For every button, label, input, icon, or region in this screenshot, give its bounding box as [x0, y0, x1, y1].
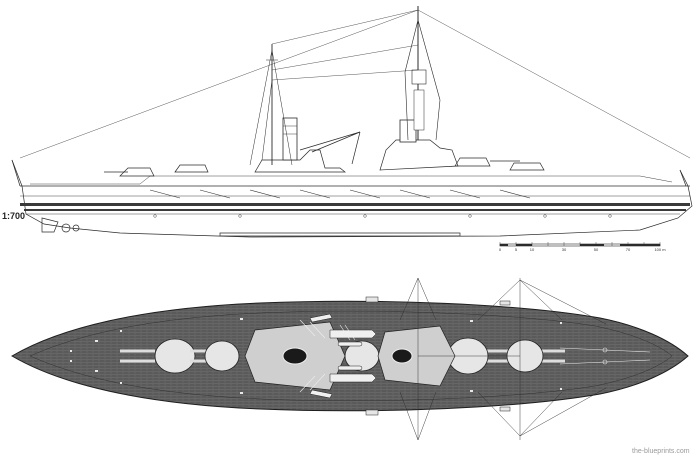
- rudder: [41, 217, 59, 233]
- ships-boats: [309, 313, 377, 399]
- aft-superstructure: [254, 149, 346, 173]
- scale-tick-label: 10: [530, 247, 535, 252]
- turret-b: [190, 340, 240, 372]
- boat-deck-lattice: [299, 319, 356, 393]
- casemate-row: [30, 175, 673, 185]
- turret-a: [120, 338, 196, 374]
- casemate-guns: [149, 189, 531, 199]
- hull-profile: [11, 159, 693, 238]
- armor-belt-upper: [20, 203, 690, 206]
- rigging-plan: [399, 277, 607, 441]
- forward-superstructure: [379, 139, 459, 171]
- scale-tick-label: 70: [626, 247, 631, 252]
- bilge-keel: [219, 232, 461, 237]
- portholes: [153, 214, 612, 218]
- deck-edge-inner: [29, 311, 673, 401]
- armor-belt-lower: [24, 209, 686, 211]
- bow-jackstaff: [679, 169, 687, 187]
- boat-crane: [299, 131, 361, 165]
- funnel-aft: [282, 117, 298, 161]
- stern-flagstaff: [11, 159, 21, 187]
- top-plan-view: [11, 277, 689, 441]
- funnel-aft-top: [282, 347, 308, 365]
- side-elevation: [11, 6, 693, 238]
- scale-label: 1:700: [2, 211, 25, 221]
- scale-tick-label: 30: [562, 247, 567, 252]
- masts: [19, 6, 691, 166]
- deck-fittings: [70, 318, 562, 394]
- scale-bar: 0 5 10 30 50 70 100 m: [499, 242, 666, 252]
- funnel-fwd: [399, 119, 417, 143]
- superstructure-plan: [244, 321, 456, 391]
- scale-tick-label: 100 m: [654, 247, 666, 252]
- main-turrets-side: [104, 157, 545, 177]
- sponsons: [365, 296, 511, 416]
- propeller-2: [72, 224, 80, 232]
- scale-tick-label: 0: [499, 247, 502, 252]
- watermark: the-blueprints.com: [632, 448, 690, 455]
- propeller-1: [61, 223, 71, 233]
- scale-tick-label: 50: [594, 247, 599, 252]
- anchor-gear: [559, 347, 651, 365]
- funnel-fwd-top: [391, 348, 413, 364]
- scale-tick-label: 5: [515, 247, 518, 252]
